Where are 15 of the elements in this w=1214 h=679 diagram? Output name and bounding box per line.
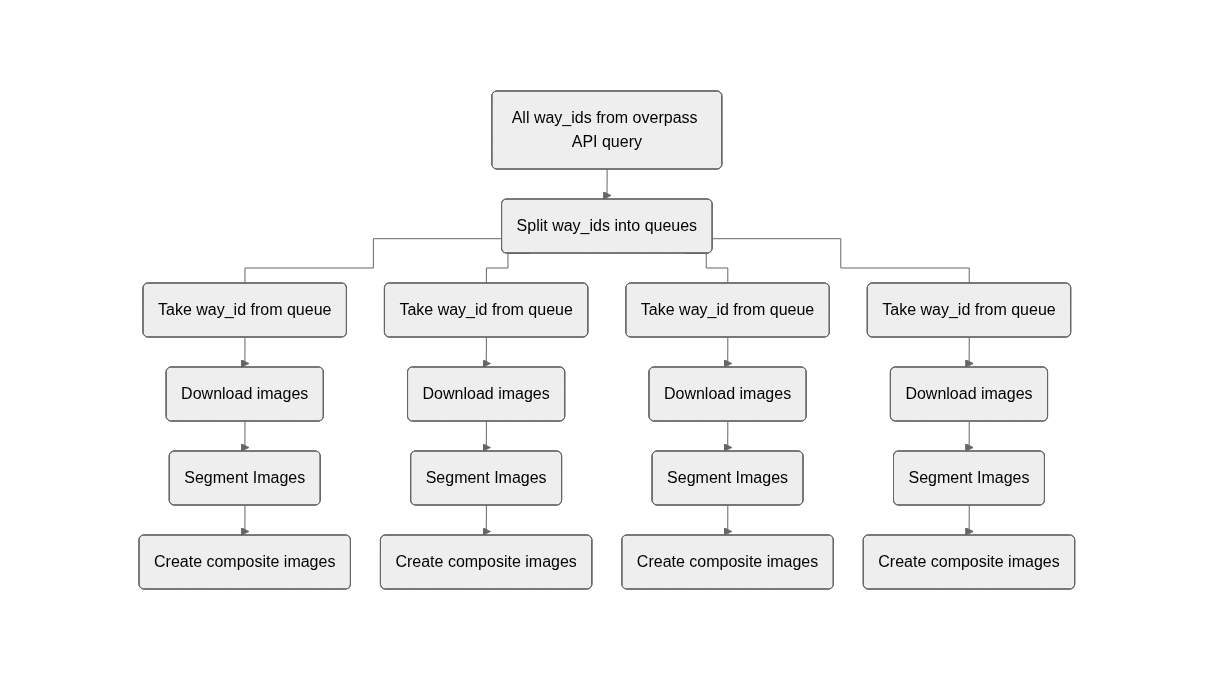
arrow — [723, 420, 733, 452]
connector — [712, 237, 971, 284]
connector — [244, 237, 503, 284]
arrow — [240, 336, 250, 368]
arrow — [240, 504, 250, 536]
arrow — [482, 336, 492, 368]
arrow — [482, 420, 492, 452]
arrow — [240, 420, 250, 452]
arrow — [965, 336, 974, 368]
arrow — [723, 336, 733, 368]
arrow — [723, 504, 733, 536]
arrow — [602, 168, 612, 200]
arrow — [482, 504, 492, 536]
arrow — [965, 420, 974, 452]
arrow — [965, 504, 974, 536]
